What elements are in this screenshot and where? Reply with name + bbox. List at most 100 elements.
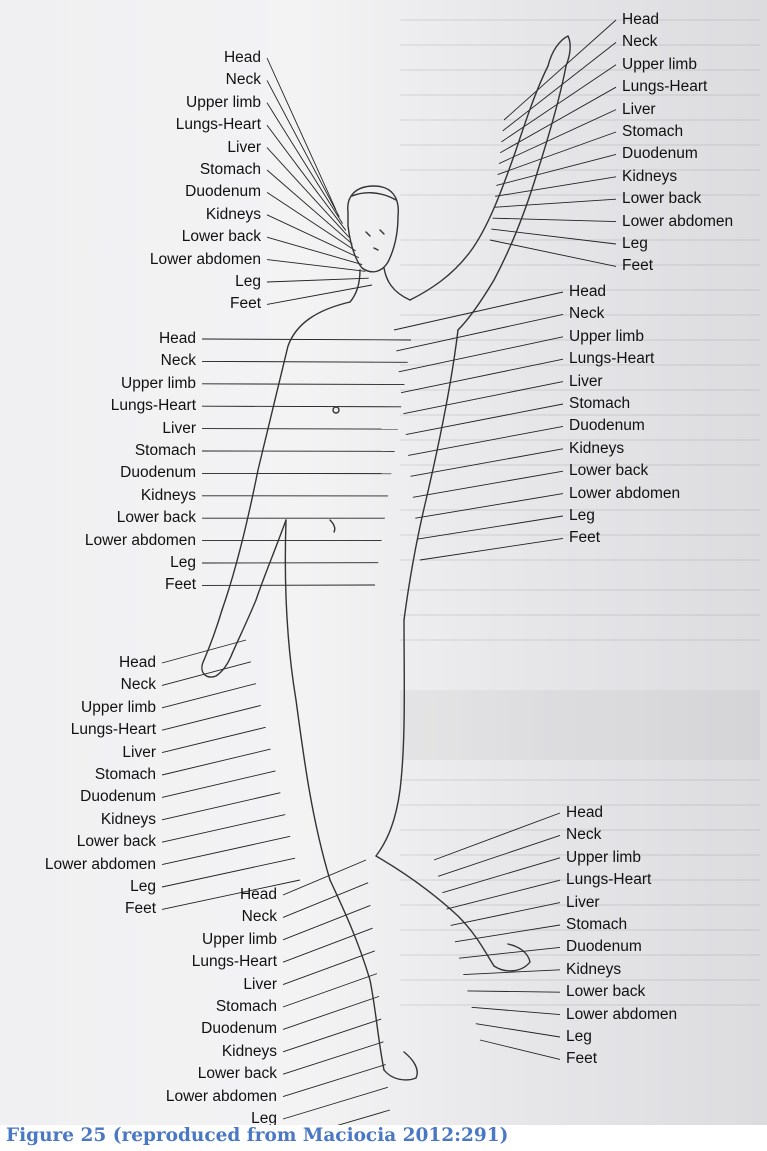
label-duodenum: Duodenum — [120, 464, 196, 482]
label-neck: Neck — [161, 352, 196, 370]
group-bottom-left-pointer-line — [283, 883, 368, 918]
label-leg: Leg — [622, 235, 648, 253]
group-top-left-pointer-line — [267, 278, 369, 282]
group-lower-left-pointer-line — [162, 880, 300, 909]
label-lower-back: Lower back — [198, 1065, 277, 1083]
group-top-right-pointer-line — [493, 218, 616, 221]
label-duodenum: Duodenum — [185, 183, 261, 201]
group-mid-right-pointer-line — [420, 538, 563, 560]
group-top-left-pointer-line — [267, 148, 349, 238]
group-lower-left-pointer-line — [162, 858, 295, 887]
label-kidneys: Kidneys — [101, 811, 156, 829]
group-top-right-pointer-line — [494, 199, 616, 207]
label-duodenum: Duodenum — [80, 788, 156, 806]
group-top-left-pointer-line — [267, 285, 372, 304]
group-lower-left-pointer-line — [162, 727, 266, 752]
label-lungs-heart: Lungs-Heart — [111, 397, 196, 415]
label-lower-back: Lower back — [569, 462, 648, 480]
group-mid-right-pointer-line — [399, 337, 563, 372]
group-lower-right-pointer-line — [467, 991, 560, 992]
label-duodenum: Duodenum — [566, 938, 642, 956]
group-top-left-pointer-line — [267, 192, 356, 251]
diagram-figure: HeadNeckUpper limbLungs-HeartLiverStomac… — [0, 0, 767, 1125]
group-mid-right-pointer-line — [408, 426, 563, 455]
group-top-left-pointer-line — [267, 103, 343, 224]
label-feet: Feet — [569, 529, 600, 547]
group-lower-right-pointer-line — [455, 925, 560, 942]
group-mid-left-pointer-line — [202, 339, 411, 340]
label-lungs-heart: Lungs-Heart — [566, 871, 651, 889]
group-bottom-left-pointer-line — [283, 1110, 390, 1125]
label-upper-limb: Upper limb — [81, 699, 156, 717]
label-liver: Liver — [122, 744, 156, 762]
label-stomach: Stomach — [200, 161, 261, 179]
label-lungs-heart: Lungs-Heart — [176, 116, 261, 134]
label-neck: Neck — [242, 908, 277, 926]
label-feet: Feet — [165, 576, 196, 594]
label-upper-limb: Upper limb — [186, 94, 261, 112]
label-liver: Liver — [569, 373, 603, 391]
label-upper-limb: Upper limb — [566, 849, 641, 867]
label-head: Head — [119, 654, 156, 672]
group-lower-right-pointer-line — [476, 1024, 560, 1037]
label-head: Head — [569, 283, 606, 301]
label-duodenum: Duodenum — [622, 145, 698, 163]
label-neck: Neck — [566, 826, 601, 844]
group-mid-left-pointer-line — [202, 406, 401, 407]
group-mid-right-pointer-line — [418, 516, 563, 539]
label-kidneys: Kidneys — [206, 206, 261, 224]
label-feet: Feet — [230, 295, 261, 313]
label-kidneys: Kidneys — [566, 961, 621, 979]
label-leg: Leg — [130, 878, 156, 896]
group-lower-right-pointer-line — [480, 1040, 560, 1059]
label-stomach: Stomach — [566, 916, 627, 934]
group-lower-left-pointer-line — [162, 662, 251, 686]
label-upper-limb: Upper limb — [569, 328, 644, 346]
label-lungs-heart: Lungs-Heart — [71, 721, 156, 739]
group-mid-right-pointer-line — [413, 471, 563, 497]
label-liver: Liver — [227, 139, 261, 157]
group-lower-right-pointer-line — [438, 835, 560, 876]
group-top-left-pointer-line — [267, 80, 339, 216]
label-neck: Neck — [569, 305, 604, 323]
group-lower-left-pointer-line — [162, 836, 290, 864]
label-lower-back: Lower back — [622, 190, 701, 208]
group-top-left-pointer-line — [267, 58, 336, 210]
group-lower-right-pointer-line — [459, 947, 560, 958]
group-top-left-pointer-line — [267, 170, 352, 244]
label-lungs-heart: Lungs-Heart — [569, 350, 654, 368]
label-lower-back: Lower back — [566, 983, 645, 1001]
label-lungs-heart: Lungs-Heart — [192, 953, 277, 971]
label-stomach: Stomach — [569, 395, 630, 413]
label-head: Head — [622, 11, 659, 29]
label-leg: Leg — [251, 1110, 277, 1125]
group-bottom-left-pointer-line — [283, 860, 366, 895]
group-top-right-pointer-line — [501, 65, 616, 142]
group-mid-right-pointer-line — [401, 359, 563, 393]
label-lower-abdomen: Lower abdomen — [150, 251, 261, 269]
label-kidneys: Kidneys — [222, 1043, 277, 1061]
group-lower-left-pointer-line — [162, 793, 280, 820]
group-top-right-pointer-line — [491, 229, 616, 244]
label-neck: Neck — [226, 71, 261, 89]
group-lower-left-pointer-line — [162, 771, 275, 797]
group-mid-right-pointer-line — [394, 292, 563, 330]
label-liver: Liver — [243, 976, 277, 994]
label-liver: Liver — [622, 101, 656, 119]
label-stomach: Stomach — [216, 998, 277, 1016]
label-upper-limb: Upper limb — [202, 931, 277, 949]
label-stomach: Stomach — [622, 123, 683, 141]
group-lower-right-pointer-line — [472, 1007, 560, 1014]
label-feet: Feet — [125, 900, 156, 918]
group-bottom-left-pointer-line — [283, 905, 370, 939]
label-upper-limb: Upper limb — [622, 56, 697, 74]
label-lower-abdomen: Lower abdomen — [569, 485, 680, 503]
label-leg: Leg — [566, 1028, 592, 1046]
group-lower-left-pointer-line — [162, 749, 271, 775]
label-feet: Feet — [622, 257, 653, 275]
label-leg: Leg — [235, 273, 261, 291]
label-stomach: Stomach — [135, 442, 196, 460]
label-lower-abdomen: Lower abdomen — [85, 532, 196, 550]
label-lower-back: Lower back — [117, 509, 196, 527]
group-mid-right-pointer-line — [415, 494, 563, 519]
